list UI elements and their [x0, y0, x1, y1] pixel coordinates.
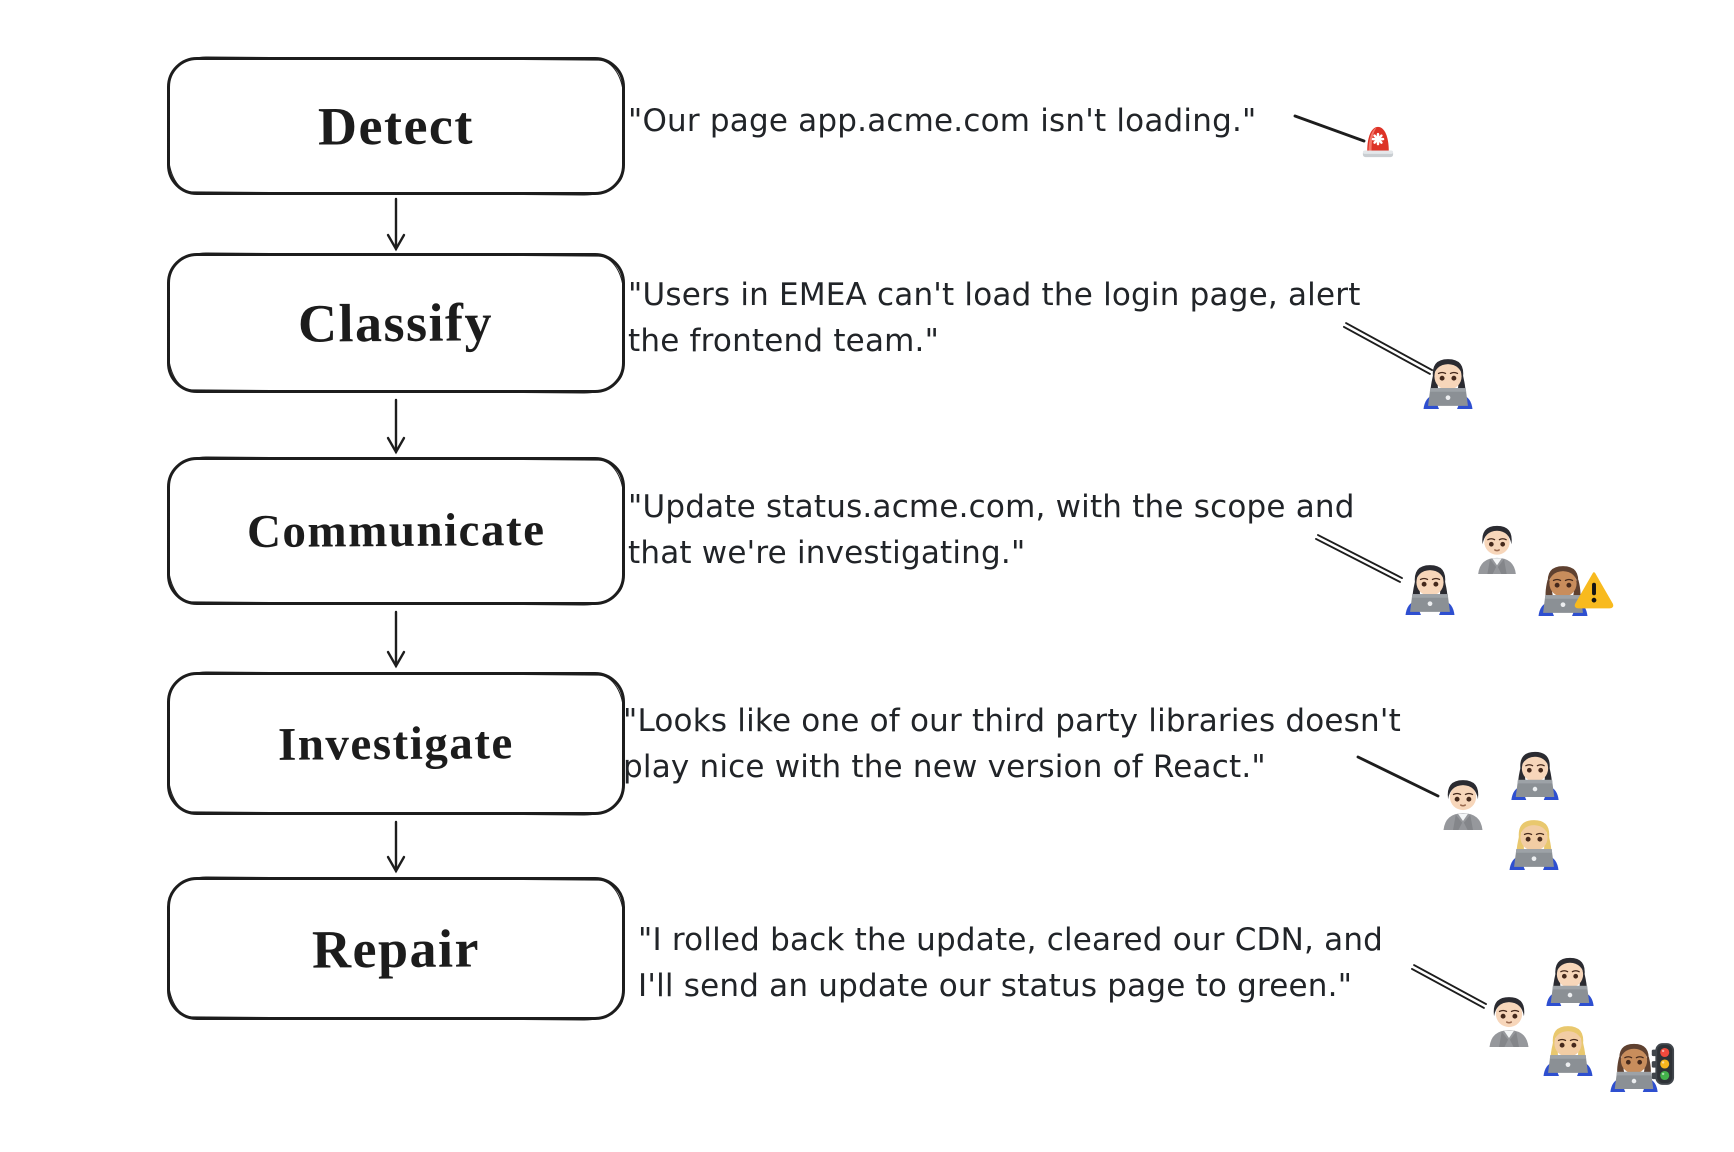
flow-arrow-2 — [386, 398, 406, 455]
person-technologist-medium-skin-emoji — [1606, 1036, 1662, 1092]
flow-arrow-1 — [386, 197, 406, 252]
flow-box-investigate: Investigate — [167, 672, 625, 815]
woman-technologist-blonde-medium-light-skin-emoji — [1539, 1018, 1597, 1076]
warning-sign-emoji — [1573, 569, 1615, 611]
quote-detect: "Our page app.acme.com isn't loading." — [628, 103, 1257, 139]
quote-repair: "I rolled back the update, cleared our C… — [638, 922, 1384, 1004]
person-light-skin-emoji — [1434, 772, 1492, 830]
flow-arrow-3 — [386, 610, 406, 669]
flow-box-repair: Repair — [167, 877, 625, 1020]
woman-technologist-light-skin-emoji — [1507, 744, 1563, 800]
woman-technologist-blonde-medium-light-skin-emoji — [1505, 812, 1563, 870]
flow-box-detect: Detect — [167, 57, 625, 195]
person-light-skin-emoji — [1469, 518, 1525, 574]
vertical-traffic-light-emoji — [1641, 1041, 1687, 1087]
flow-box-label-repair: Repair — [311, 917, 481, 980]
quote-investigate: "Looks like one of our third party libra… — [623, 703, 1401, 785]
flow-arrow-4 — [386, 820, 406, 874]
flow-box-communicate: Communicate — [167, 457, 625, 605]
woman-technologist-light-skin-emoji — [1419, 351, 1477, 409]
flow-box-label-detect: Detect — [317, 95, 475, 157]
police-car-light-emoji — [1355, 119, 1401, 165]
flow-box-classify: Classify — [167, 253, 625, 393]
flow-box-label-communicate: Communicate — [246, 503, 546, 559]
quote-classify: "Users in EMEA can't load the login page… — [628, 277, 1361, 359]
person-technologist-medium-skin-emoji — [1534, 558, 1592, 616]
woman-technologist-light-skin-emoji — [1401, 557, 1459, 615]
flow-box-label-investigate: Investigate — [277, 716, 515, 771]
quote-communicate: "Update status.acme.com, with the scope … — [628, 489, 1355, 571]
woman-technologist-light-skin-emoji — [1542, 950, 1598, 1006]
flow-box-label-classify: Classify — [298, 292, 494, 354]
person-light-skin-emoji — [1480, 989, 1538, 1047]
